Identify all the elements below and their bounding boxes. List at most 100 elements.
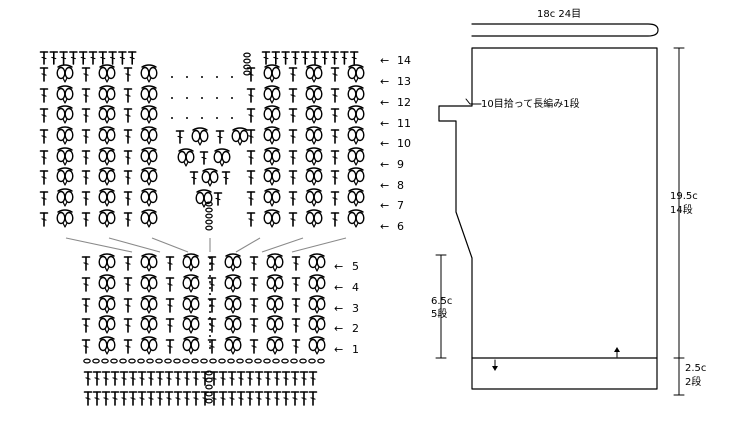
puff-stitch-icon — [56, 105, 74, 124]
chain-stitch-icon — [128, 358, 136, 364]
slip-stitch-icon — [186, 97, 188, 99]
treble-crochet-icon — [249, 256, 259, 271]
puff-stitch-icon — [347, 126, 365, 145]
treble-crochet-icon — [39, 88, 49, 103]
treble-crochet-icon — [249, 277, 259, 292]
treble-crochet-icon — [81, 88, 91, 103]
chain-stitch-icon — [146, 358, 154, 364]
slip-stitch-icon — [186, 117, 188, 119]
puff-stitch-icon — [98, 295, 116, 314]
puff-stitch-icon — [263, 105, 281, 124]
chain-stitch-icon — [299, 358, 307, 364]
stitch-grid-decrease — [171, 76, 249, 231]
treble-crochet-icon — [291, 339, 301, 354]
treble-crochet-icon — [128, 371, 138, 386]
treble-crochet-icon — [123, 339, 133, 354]
slip-stitch-icon — [209, 329, 211, 331]
treble-crochet-icon — [191, 391, 201, 406]
puff-stitch-icon — [56, 85, 74, 104]
side-rows-label: 5段 — [431, 307, 447, 320]
chain-stitch-icon — [227, 358, 235, 364]
treble-crochet-icon — [221, 171, 231, 185]
chain-stitch-icon — [243, 64, 251, 70]
slip-stitch-icon — [209, 275, 211, 277]
treble-crochet-icon — [299, 371, 309, 386]
treble-crochet-icon — [110, 371, 120, 386]
treble-crochet-icon — [330, 129, 340, 144]
treble-crochet-icon — [173, 371, 183, 386]
treble-crochet-icon — [81, 212, 91, 227]
puff-stitch-icon — [224, 253, 242, 272]
chain-stitch-icon — [205, 201, 213, 207]
puff-stitch-icon — [56, 126, 74, 145]
chain-stitch-icon — [205, 398, 213, 404]
treble-crochet-icon — [246, 170, 256, 185]
puff-stitch-icon — [182, 336, 200, 355]
row-number: 6 — [397, 220, 404, 233]
length-label: 19.5c — [670, 191, 698, 202]
treble-crochet-icon — [81, 318, 91, 333]
treble-crochet-icon — [288, 150, 298, 165]
connector-lines — [65, 237, 347, 253]
row-label: ← 14 — [380, 54, 411, 67]
slip-stitch-icon — [209, 323, 211, 325]
chain-stitch-icon — [205, 377, 213, 383]
puff-stitch-icon — [263, 167, 281, 186]
treble-crochet-icon — [291, 256, 301, 271]
chain-stitch-icon — [243, 52, 251, 58]
treble-crochet-icon — [207, 277, 217, 292]
treble-crochet-icon — [288, 67, 298, 82]
chain-stitch-icon — [101, 358, 109, 364]
row-number: 9 — [397, 158, 404, 171]
puff-stitch-icon — [305, 147, 323, 166]
row-label: ← 10 — [380, 137, 411, 150]
treble-crochet-icon — [207, 318, 217, 333]
puff-stitch-icon — [98, 167, 116, 186]
treble-crochet-icon — [191, 371, 201, 386]
treble-crochet-icon — [246, 150, 256, 165]
treble-crochet-icon — [39, 170, 49, 185]
treble-crochet-icon — [308, 391, 318, 406]
puff-stitch-icon — [305, 105, 323, 124]
rib-label: 2.5c — [685, 363, 706, 374]
treble-crochet-icon — [288, 129, 298, 144]
treble-crochet-icon — [155, 371, 165, 386]
puff-stitch-icon — [182, 295, 200, 314]
treble-crochet-icon — [173, 391, 183, 406]
puff-stitch-icon — [195, 189, 213, 208]
slip-stitch-icon — [201, 117, 203, 119]
treble-crochet-icon — [123, 108, 133, 123]
chain-stitch-icon — [205, 219, 213, 225]
treble-crochet-icon — [207, 298, 217, 313]
puff-stitch-icon — [266, 274, 284, 293]
treble-crochet-icon — [146, 371, 156, 386]
row-number: 8 — [397, 179, 404, 192]
treble-crochet-icon — [330, 88, 340, 103]
treble-crochet-icon — [263, 371, 273, 386]
chain-stitch-icon — [205, 384, 213, 390]
row-label: ← 5 — [334, 260, 359, 273]
treble-crochet-icon — [110, 391, 120, 406]
direction-arrow-icon: ← — [380, 220, 389, 233]
chain-stitch-icon — [137, 358, 145, 364]
treble-crochet-icon — [123, 191, 133, 206]
puff-stitch-icon — [263, 147, 281, 166]
row-label: ← 11 — [380, 117, 411, 130]
chain-stitch-icon — [155, 358, 163, 364]
direction-arrow-icon: ← — [380, 158, 389, 171]
treble-crochet-icon — [119, 391, 129, 406]
treble-crochet-icon — [330, 150, 340, 165]
puff-stitch-icon — [140, 295, 158, 314]
direction-arrow-icon — [614, 347, 620, 358]
puff-stitch-icon — [231, 127, 249, 146]
treble-crochet-icon — [81, 67, 91, 82]
treble-crochet-icon — [288, 108, 298, 123]
treble-crochet-icon — [81, 277, 91, 292]
chain-stitch-icon — [205, 225, 213, 231]
chain-stitch-icon — [200, 358, 208, 364]
puff-stitch-icon — [98, 126, 116, 145]
treble-crochet-icon — [101, 371, 111, 386]
direction-arrow-icon: ← — [380, 117, 389, 130]
puff-stitch-icon — [140, 253, 158, 272]
slip-stitch-icon — [209, 293, 211, 295]
